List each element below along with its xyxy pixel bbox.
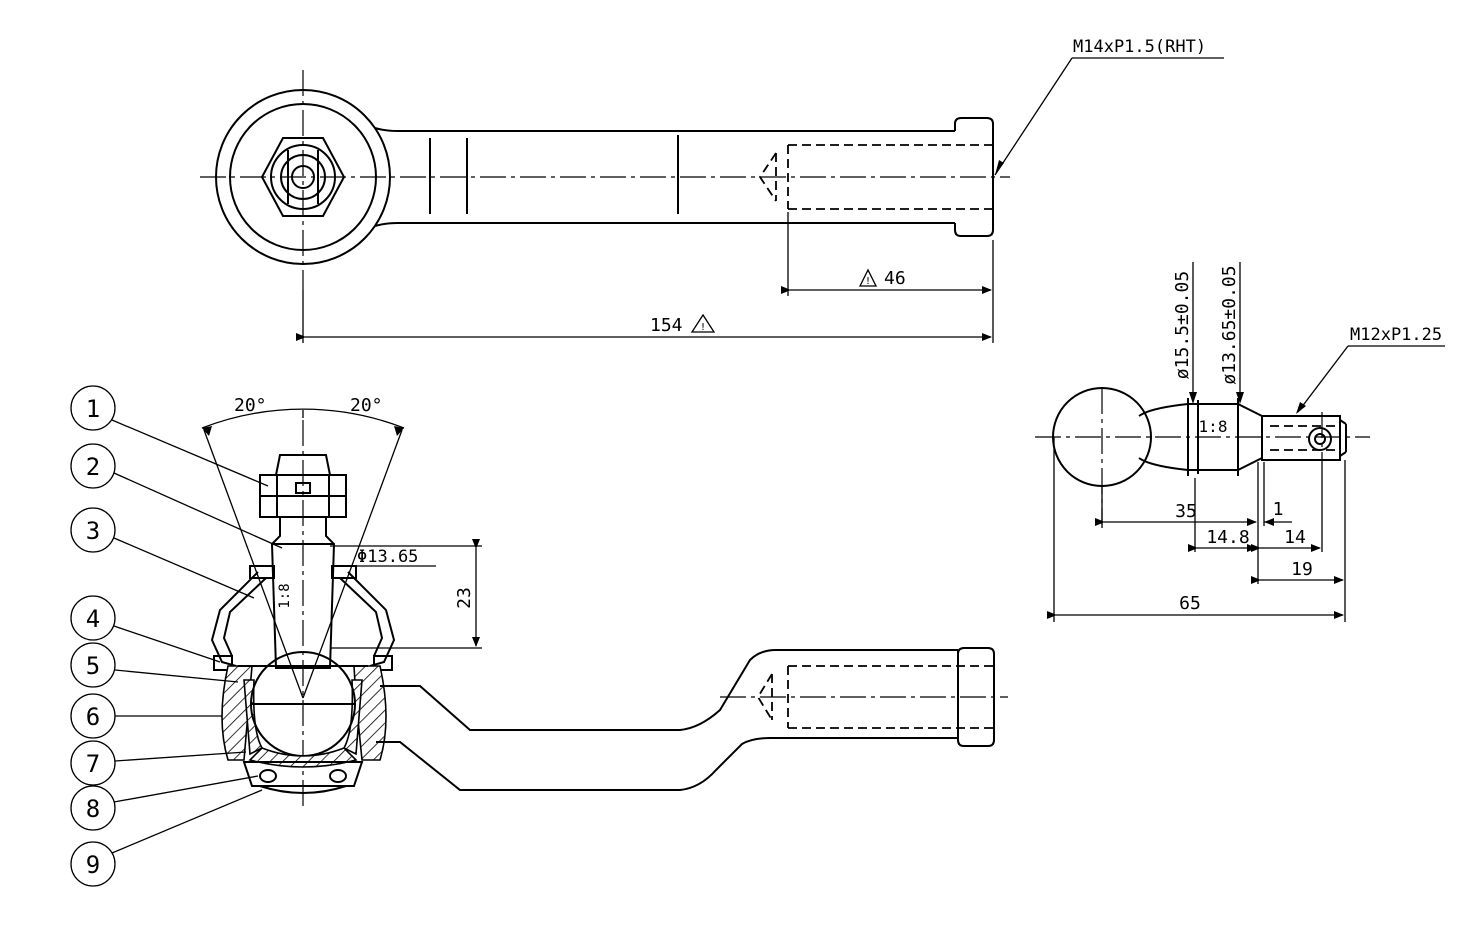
cotter-pin [295, 482, 311, 494]
svg-text:6: 6 [86, 703, 100, 731]
svg-text:1: 1 [86, 395, 100, 423]
arm-bottom-edge [376, 737, 958, 791]
svg-text:3: 3 [86, 517, 100, 545]
eye-outer-circle [215, 89, 391, 265]
section-view: 20° 20° 1:8 Φ13.65 23 [201, 395, 1008, 810]
dim-23-label: 23 [454, 587, 475, 609]
stud-detail-view: 1:8 ø15.5±0.05 ø13.65±0.05 M12xP1.25 35 [1035, 262, 1445, 622]
stud-thread-label: M12xP1.25 [1350, 325, 1442, 345]
section-diameter-label: Φ13.65 [357, 547, 418, 567]
threaded-end-boss [954, 117, 994, 237]
arm-bottom-edge [374, 222, 955, 227]
stud-diameter-major: ø15.5±0.05 [1172, 271, 1193, 379]
eye-inner-circle [229, 103, 377, 251]
balloon-5: 5 [70, 642, 239, 688]
stud-diameter-minor: ø13.65±0.05 [1219, 265, 1240, 384]
part-balloons: 1 2 3 4 5 6 7 [70, 385, 283, 887]
balloon-2: 2 [70, 443, 283, 549]
thread-leader-arrow [995, 160, 1004, 175]
dust-boot-right [347, 571, 396, 667]
stud-shank [270, 517, 336, 669]
section-taper-label: 1:8 [277, 583, 293, 608]
boot-clip-left [213, 655, 233, 671]
dim-14-8-label: 14.8 [1206, 527, 1249, 548]
arm-top-edge [380, 649, 958, 731]
dim-65-label: 65 [1179, 593, 1201, 614]
dim-19-label: 19 [1291, 559, 1313, 580]
balloon-1: 1 [70, 385, 269, 487]
balloon-4: 4 [70, 595, 221, 663]
svg-text:9: 9 [86, 851, 100, 879]
nut-bore-circle [280, 154, 326, 200]
warning-triangle-icon [858, 268, 878, 287]
balloon-8: 8 [70, 775, 259, 831]
stud-thread-leader [1297, 345, 1349, 413]
thread-leader [994, 57, 1073, 176]
boot-ring-right [331, 565, 357, 579]
dim-14-label: 14 [1284, 527, 1306, 548]
svg-text:2: 2 [86, 453, 100, 481]
balloon-9: 9 [70, 789, 263, 887]
svg-text:!: ! [865, 276, 871, 287]
warning-triangle-icon [690, 313, 716, 333]
boot-ring-left [249, 565, 275, 579]
dust-boot-left [210, 571, 259, 667]
angle-arc [201, 408, 405, 429]
stud-taper-label: 1:8 [1199, 417, 1228, 436]
angle-ray-right [302, 429, 403, 699]
dim-154-label: 154 [650, 315, 683, 336]
angle-left-label: 20° [234, 395, 267, 416]
dim-46-label: 46 [884, 268, 906, 289]
dim-35-label: 35 [1175, 501, 1197, 522]
cotter-pin-hole [1308, 427, 1332, 451]
stud-threaded-end [1261, 415, 1341, 461]
spring-coil [329, 769, 347, 783]
stud-end-circle [291, 165, 315, 189]
balloon-7: 7 [70, 740, 247, 786]
angle-ray-left [203, 429, 304, 699]
svg-text:7: 7 [86, 750, 100, 778]
spring-coil [259, 769, 277, 783]
dim-1-label: 1 [1273, 499, 1284, 520]
svg-text:5: 5 [86, 652, 100, 680]
hidden-drill-point [758, 152, 777, 202]
svg-text:8: 8 [86, 795, 100, 823]
top-view: M14xP1.5(RHT) ! 46 154 ! [200, 37, 1224, 343]
stud-taper-bottom [1138, 457, 1263, 471]
arm-top-edge [374, 127, 955, 132]
castle-nut-hex [260, 137, 346, 217]
stud-taper-top [1138, 403, 1263, 417]
boot-clip-right [373, 655, 393, 671]
svg-text:!: ! [700, 322, 706, 333]
threaded-end-boss [957, 647, 995, 747]
nut-slot-circle [270, 144, 336, 210]
balloon-3: 3 [70, 507, 255, 599]
angle-right-label: 20° [350, 395, 383, 416]
top-thread-label: M14xP1.5(RHT) [1073, 37, 1206, 57]
svg-text:4: 4 [86, 605, 100, 633]
balloon-6: 6 [70, 693, 222, 739]
bottom-cap [259, 785, 347, 794]
hidden-drill-point [756, 673, 773, 721]
